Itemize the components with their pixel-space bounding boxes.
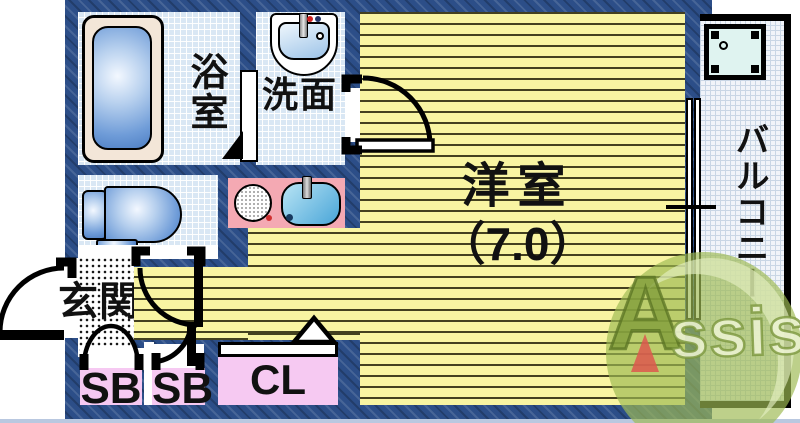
label-main-size: （7.0） (439, 218, 596, 271)
balcony-rail-top (700, 14, 791, 21)
sink-drain-dot (286, 214, 293, 221)
corridor-floor-right (248, 228, 360, 340)
washbasin-faucet (299, 13, 308, 38)
label-sb-right: SB (152, 364, 214, 413)
main-room-label-block: 洋室 （7.0） (405, 160, 630, 271)
burner-icon (234, 184, 272, 222)
window-center-tick (666, 205, 716, 209)
washbasin (270, 13, 338, 76)
label-entrance: 玄関 (58, 280, 140, 324)
bathtub-basin (92, 26, 152, 150)
entrance-door-arc (0, 265, 65, 333)
sliding-window-pane (686, 98, 693, 320)
label-main-room: 洋室 (461, 160, 574, 213)
pan-corner (711, 65, 719, 73)
corridor-floor-left (134, 267, 248, 340)
pan-corner (751, 65, 759, 73)
bathroom-door (240, 70, 258, 162)
entrance-door-leaf (0, 330, 64, 340)
balcony-rail-bottom (700, 401, 791, 408)
bottom-edge-line (0, 419, 800, 423)
kitchen-faucet (302, 176, 312, 199)
cold-tap-dot (315, 16, 321, 22)
sliding-window-pane (694, 98, 701, 320)
shoebox-gap-white (144, 342, 154, 405)
entrance-wall-gap (63, 258, 79, 338)
washbasin-drain (316, 32, 324, 40)
shoebox-left (80, 368, 142, 405)
pan-corner (711, 31, 719, 39)
pan-drain (719, 41, 728, 50)
balcony-rail-right (784, 14, 791, 408)
label-bathroom: 浴室 (184, 52, 226, 132)
kitchen-red-dot (266, 215, 272, 221)
closet-door-strip (218, 342, 338, 357)
washer-pan (704, 24, 766, 80)
pan-corner (751, 31, 759, 39)
shoebox-right (152, 368, 205, 405)
label-closet: CL (250, 356, 306, 403)
label-balcony: バルコニー (730, 122, 768, 302)
label-sb-left: SB (80, 364, 142, 413)
hot-tap-dot (307, 16, 313, 22)
washroom-doorway (345, 88, 361, 142)
label-washroom: 洗面 (261, 74, 338, 115)
toilet-bowl (104, 186, 182, 243)
bathtub (82, 15, 164, 163)
closet (218, 357, 338, 405)
kitchen-counter (228, 176, 345, 228)
